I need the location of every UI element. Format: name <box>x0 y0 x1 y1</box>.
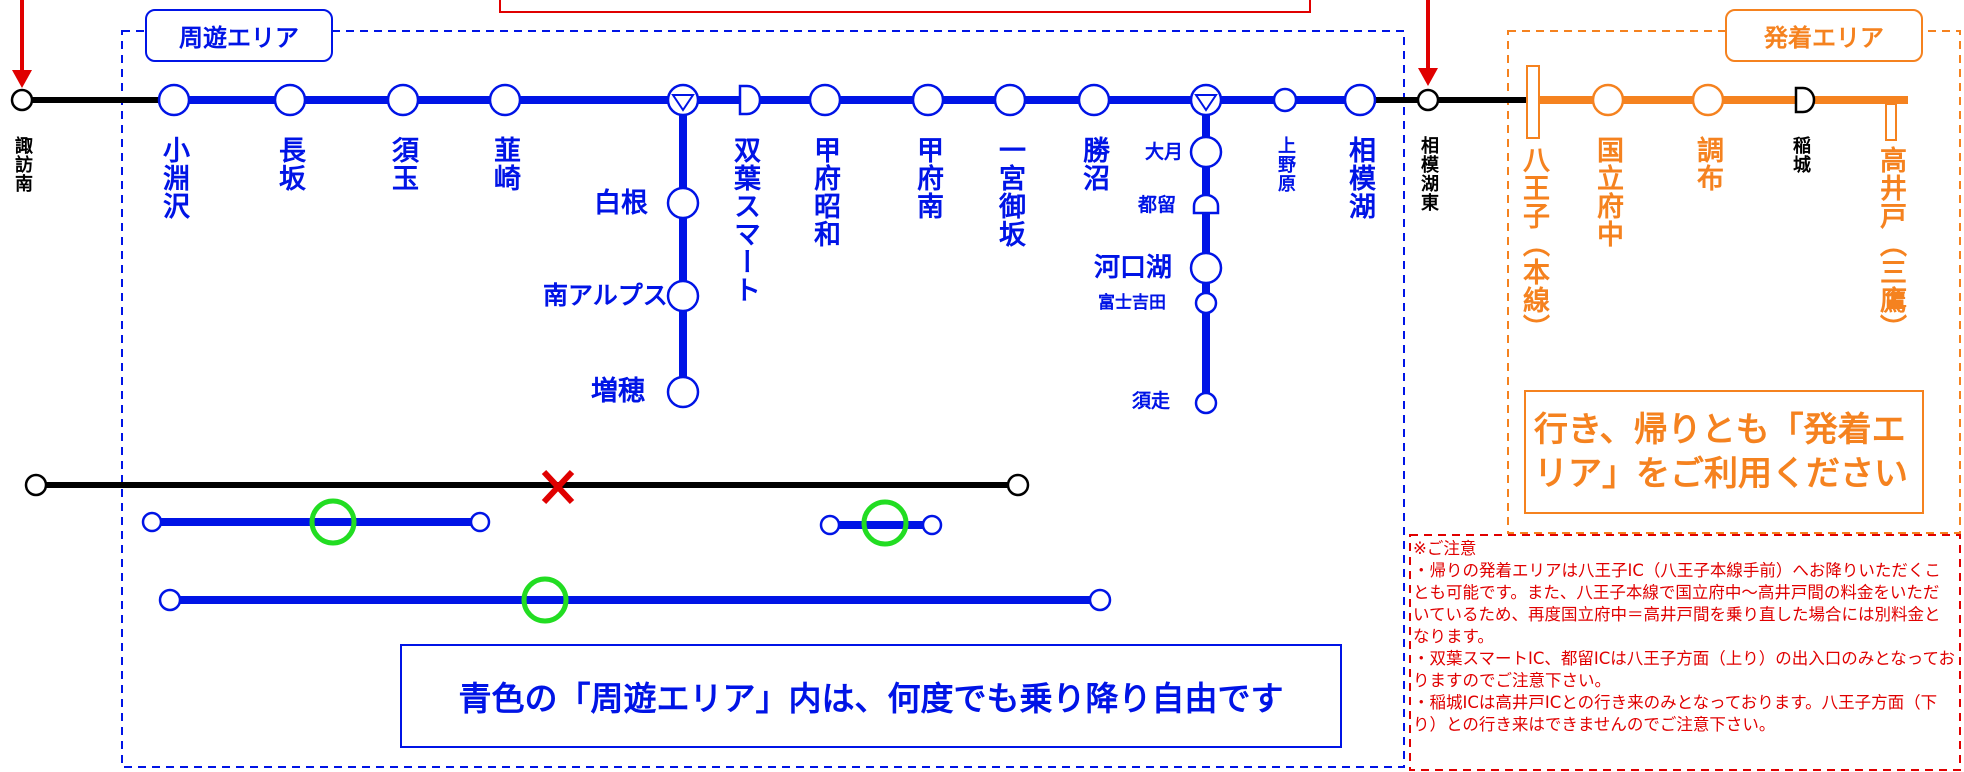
illus-seg1-end-node <box>469 511 491 533</box>
station-otsuki-node <box>1189 135 1223 169</box>
station-ichinomiya-node <box>993 83 1027 117</box>
shuyu-area-tab-label: 周遊エリア <box>179 24 299 52</box>
label-sudama: 須玉 <box>387 136 418 192</box>
illus-seg3-end-node <box>1088 588 1112 612</box>
label-tsuru: 都留 <box>1138 194 1177 216</box>
station-nagasaka-node <box>273 83 307 117</box>
illus-seg2-end-node <box>921 514 943 536</box>
illus-seg2-start-node <box>819 514 841 536</box>
label-ichinomiya-misaka: 一宮御坂 <box>994 136 1025 248</box>
station-chofu-node <box>1691 83 1725 117</box>
label-hachioji: 八王子（本線） <box>1518 146 1549 342</box>
station-uenohara-node <box>1272 87 1298 113</box>
station-shirane-node <box>666 186 700 220</box>
label-takaido: 高井戸（三鷹） <box>1875 146 1906 342</box>
label-otsuki: 大月 <box>1145 141 1184 163</box>
junction-branch2-node <box>1189 83 1223 117</box>
station-minami-alps-node <box>666 279 700 313</box>
label-minami-alps: 南アルプス <box>543 281 668 310</box>
station-sagamiko-node <box>1343 83 1377 117</box>
label-kawaguchiko: 河口湖 <box>1094 253 1173 283</box>
station-tsuru-node <box>1192 193 1220 215</box>
caution-note-3: ・稲城ICは高井戸ICとの行き来のみとなっております。八王子方面（下り）との行き… <box>1413 693 1938 734</box>
station-suwa-minami-node <box>10 88 34 112</box>
label-katsunuma: 勝沼 <box>1078 136 1109 192</box>
label-kofu-minami: 甲府南 <box>912 136 943 220</box>
station-sudama-node <box>386 83 420 117</box>
caution-note-1: ・帰りの発着エリアは八王子IC（八王子本線手前）へお降りいただくことも可能です。… <box>1413 561 1941 646</box>
label-kunitachi-fuchu: 国立府中 <box>1592 136 1623 248</box>
station-masuho-node <box>666 375 700 409</box>
illus-black-end-node <box>1006 473 1030 497</box>
shuyu-area-border <box>121 30 1405 768</box>
caution-note-2: ・双葉スマートIC、都留ICは八王子方面（上り）の出入口のみとなっておりますので… <box>1413 649 1955 690</box>
station-nirasaki-node <box>488 83 522 117</box>
illus-black-start-node <box>24 473 48 497</box>
station-subashiri-node <box>1194 391 1218 415</box>
label-sagamiko-higashi: 相模湖東 <box>1418 136 1439 212</box>
illus-seg1-green-ring <box>309 498 357 546</box>
caution-notes: ※ご注意 ・帰りの発着エリアは八王子IC（八王子本線手前）へお降りいただくことも… <box>1413 538 1955 736</box>
hatchaku-message: 行き、帰りとも「発着エリア」をご利用ください <box>1534 410 1908 494</box>
cross-mark-icon <box>541 469 575 505</box>
station-kofu-minami-node <box>911 83 945 117</box>
station-katsunuma-node <box>1077 83 1111 117</box>
station-kawaguchiko-node <box>1189 251 1223 285</box>
shuyu-message: 青色の「周遊エリア」内は、何度でも乗り降り自由です <box>458 679 1284 718</box>
hatchaku-area-tab-label: 発着エリア <box>1764 24 1884 52</box>
hatchaku-area-tab: 発着エリア <box>1725 9 1923 62</box>
junction-branch1-node <box>666 83 700 117</box>
label-shirane: 白根 <box>594 188 648 219</box>
hatchaku-message-box: 行き、帰りとも「発着エリア」をご利用ください <box>1524 390 1924 514</box>
label-masuho: 増穂 <box>591 376 645 407</box>
station-sagamiko-higashi-node <box>1416 88 1440 112</box>
label-uenohara: 上野原 <box>1275 136 1296 193</box>
label-futaba-smart: 双葉スマート <box>729 136 760 304</box>
label-nirasaki: 韮崎 <box>489 136 520 192</box>
label-kobuchizawa: 小淵沢 <box>158 136 189 220</box>
label-fujiyoshida: 富士吉田 <box>1098 293 1166 313</box>
station-hachioji-node <box>1526 65 1540 139</box>
red-arrow-left <box>12 0 32 88</box>
label-subashiri: 須走 <box>1132 390 1171 412</box>
station-fujiyoshida-node <box>1194 291 1218 315</box>
illus-seg1-start-node <box>141 511 163 533</box>
label-nagasaka: 長坂 <box>274 136 305 192</box>
station-takaido-node <box>1885 103 1897 141</box>
station-futaba-smart-node <box>738 84 762 116</box>
label-chofu: 調布 <box>1692 136 1723 192</box>
label-suwa-minami: 諏訪南 <box>12 136 33 193</box>
station-inagi-node <box>1794 86 1816 114</box>
illus-seg2-green-ring <box>861 499 909 547</box>
top-red-box-edge <box>499 0 1311 13</box>
label-inagi: 稲城 <box>1790 136 1811 174</box>
illus-seg3-green-ring <box>521 576 569 624</box>
station-kobuchizawa-node <box>157 83 191 117</box>
label-kofu-showa: 甲府昭和 <box>809 136 840 248</box>
station-kunitachi-node <box>1591 83 1625 117</box>
station-kofu-showa-node <box>808 83 842 117</box>
red-arrow-sagamiko-higashi <box>1418 0 1438 86</box>
label-sagamiko: 相模湖 <box>1344 136 1375 220</box>
caution-heading: ※ご注意 <box>1413 539 1477 558</box>
shuyu-area-tab: 周遊エリア <box>145 9 333 62</box>
shuyu-message-box: 青色の「周遊エリア」内は、何度でも乗り降り自由です <box>400 644 1342 748</box>
illus-seg3-start-node <box>158 588 182 612</box>
